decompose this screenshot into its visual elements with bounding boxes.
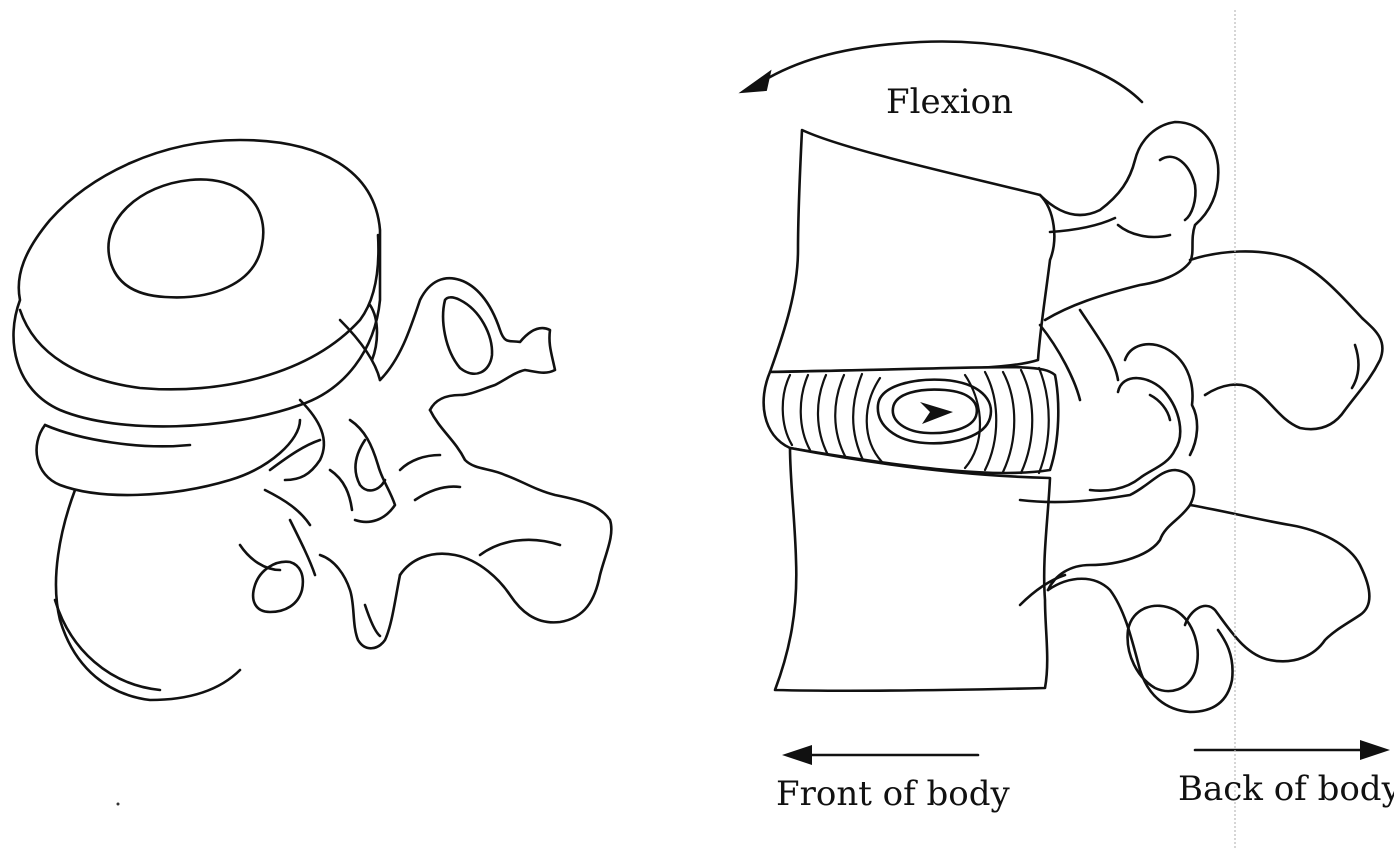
front-of-body-label: Front of body [776, 774, 1011, 814]
flexion-side-view [742, 10, 1390, 850]
back-of-body-label: Back of body [1178, 769, 1394, 809]
lower-vertebral-body [775, 448, 1050, 691]
lower-transverse-process [1185, 505, 1369, 661]
vertebra-perspective-drawing [13, 140, 611, 700]
disc-ring [37, 420, 300, 495]
upper-vertebral-body [770, 130, 1054, 372]
top-endplate [13, 140, 380, 426]
upper-transverse-process [1190, 251, 1382, 429]
upper-spinous-process [1040, 122, 1218, 320]
vertebral-body-lower [56, 490, 240, 700]
flexion-label: Flexion [886, 82, 1013, 122]
transverse-process-upper [380, 278, 555, 410]
